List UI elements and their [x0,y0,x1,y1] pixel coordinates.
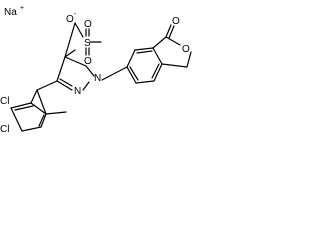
chlorine-top-label: Cl [0,96,9,107]
chlorine-bottom-label: Cl [0,124,9,135]
sulfonyl-oxygen-bottom-label: O [84,56,92,67]
nitrogen-amine-label: N [94,73,101,84]
bond-lines [10,22,192,132]
sulfur-label: S [84,38,91,49]
nitrogen-imine-label: N [74,86,81,97]
atom-labels: Na + O - O S O N N O O Cl Cl [0,5,190,135]
sodium-charge: + [20,5,24,12]
sodium-label: Na [4,7,17,18]
lactone-carbonyl-oxygen-label: O [172,16,180,27]
oxide-label: O [66,14,74,25]
structure-diagram: Na + O - O S O N N O O Cl Cl [0,5,192,135]
oxide-charge: - [74,11,77,18]
lactone-ring-oxygen-label: O [182,44,190,55]
sulfonyl-oxygen-top-label: O [84,19,92,30]
